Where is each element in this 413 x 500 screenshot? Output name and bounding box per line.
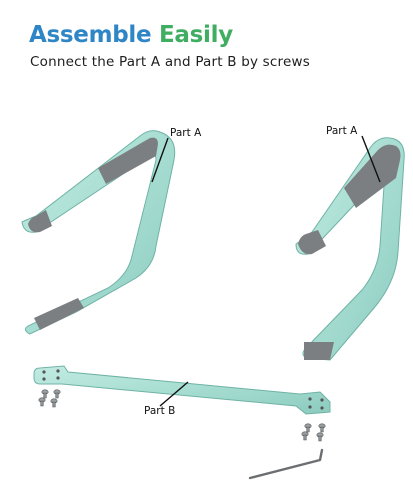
part-a-right-stand <box>295 137 405 361</box>
screw-icon <box>301 423 326 442</box>
part-b-bar <box>33 365 331 415</box>
part-a-left-stand <box>21 130 176 335</box>
part-a-left-label: Part A <box>170 127 202 139</box>
rubber-pad-foot-left <box>34 298 84 330</box>
part-a-left-leader <box>151 137 169 183</box>
part-a-right-leader <box>361 135 381 183</box>
part-a-right-label: Part A <box>326 125 358 137</box>
part-b-label: Part B <box>144 405 175 417</box>
part-b-leader <box>159 381 189 407</box>
title-word-assemble: Assemble <box>29 22 152 48</box>
rubber-pad-top-left <box>98 137 158 184</box>
rubber-pad-foot-right <box>304 342 334 360</box>
screw-icon <box>38 389 61 408</box>
hex-key-icon <box>248 448 324 480</box>
rubber-pad-lip-left <box>28 210 52 233</box>
page-title: Assemble Easily <box>29 22 233 48</box>
rubber-pad-top-right <box>344 144 401 208</box>
rubber-pad-lip-right <box>298 230 326 255</box>
page-subtitle: Connect the Part A and Part B by screws <box>30 54 310 70</box>
title-word-easily: Easily <box>159 22 233 48</box>
